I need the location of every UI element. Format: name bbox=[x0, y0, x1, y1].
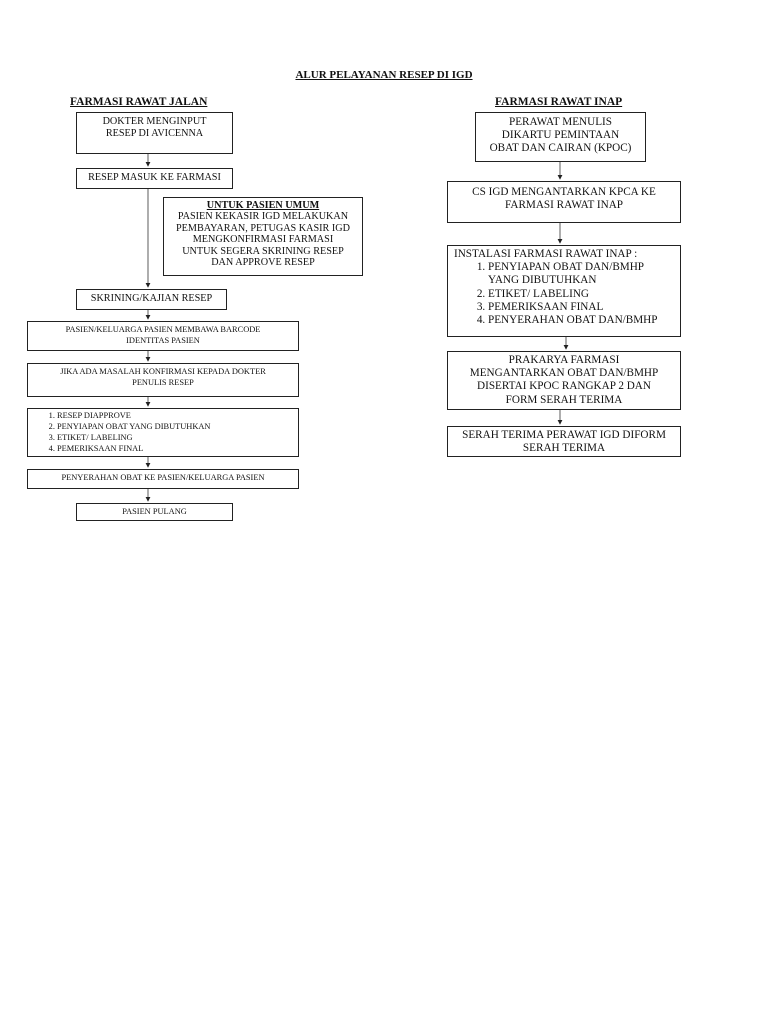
step-penyerahan: PENYERAHAN OBAT KE PASIEN/KELUARGA PASIE… bbox=[27, 469, 299, 489]
note-text: PASIEN KEKASIR IGD MELAKUKAN PEMBAYARAN,… bbox=[176, 211, 350, 269]
heading-rawat-inap: FARMASI RAWAT INAP bbox=[495, 96, 623, 108]
heading-rawat-jalan: FARMASI RAWAT JALAN bbox=[70, 96, 208, 108]
step-cs-igd: CS IGD MENGANTARKAN KPCA KE FARMASI RAWA… bbox=[447, 181, 681, 223]
list-item: RESEP DIAPPROVE bbox=[57, 411, 295, 422]
list-item: PEMERIKSAAN FINAL bbox=[57, 444, 295, 455]
step-resep-masuk-text: RESEP MASUK KE FARMASI bbox=[88, 172, 221, 183]
step-cs-igd-text: CS IGD MENGANTARKAN KPCA KE FARMASI RAWA… bbox=[472, 186, 656, 212]
note-title: UNTUK PASIEN UMUM bbox=[206, 200, 320, 211]
list-item: PENYIAPAN OBAT YANG DIBUTUHKAN bbox=[57, 422, 295, 433]
diagram-title: ALUR PELAYANAN RESEP DI IGD bbox=[295, 69, 473, 81]
step-skrining: SKRINING/KAJIAN RESEP bbox=[76, 289, 227, 310]
step-serah-terima-text: SERAH TERIMA PERAWAT IGD DIFORM SERAH TE… bbox=[462, 429, 666, 455]
step-dokter-input: DOKTER MENGINPUT RESEP DI AVICENNA bbox=[76, 112, 233, 154]
list-item: PENYIAPAN OBAT DAN/BMHP YANG DIBUTUHKAN bbox=[488, 261, 675, 287]
step-konfirmasi: JIKA ADA MASALAH KONFIRMASI KEPADA DOKTE… bbox=[27, 363, 299, 397]
step-barcode-text: PASIEN/KELUARGA PASIEN MEMBAWA BARCODE I… bbox=[65, 325, 261, 345]
install-title: INSTALASI FARMASI RAWAT INAP : bbox=[454, 248, 638, 260]
list-item: PEMERIKSAAN FINAL bbox=[488, 301, 675, 314]
step-prakarya: PRAKARYA FARMASI MENGANTARKAN OBAT DAN/B… bbox=[447, 351, 681, 410]
list-item: ETIKET/ LABELING bbox=[57, 433, 295, 444]
process-list: RESEP DIAPPROVE PENYIAPAN OBAT YANG DIBU… bbox=[31, 411, 295, 455]
step-serah-terima: SERAH TERIMA PERAWAT IGD DIFORM SERAH TE… bbox=[447, 426, 681, 457]
step-perawat-kpoc: PERAWAT MENULIS DIKARTU PEMINTAAN OBAT D… bbox=[475, 112, 646, 162]
install-list: PENYIAPAN OBAT DAN/BMHP YANG DIBUTUHKAN … bbox=[454, 261, 675, 327]
step-prakarya-text: PRAKARYA FARMASI MENGANTARKAN OBAT DAN/B… bbox=[469, 354, 659, 406]
step-skrining-text: SKRINING/KAJIAN RESEP bbox=[90, 293, 213, 304]
step-penyerahan-text: PENYERAHAN OBAT KE PASIEN/KELUARGA PASIE… bbox=[61, 473, 265, 482]
step-pulang: PASIEN PULANG bbox=[76, 503, 233, 521]
step-perawat-kpoc-text: PERAWAT MENULIS DIKARTU PEMINTAAN OBAT D… bbox=[489, 116, 632, 155]
step-list-proses: RESEP DIAPPROVE PENYIAPAN OBAT YANG DIBU… bbox=[27, 408, 299, 457]
list-item: ETIKET/ LABELING bbox=[488, 288, 675, 301]
step-pulang-text: PASIEN PULANG bbox=[122, 507, 187, 516]
step-konfirmasi-text: JIKA ADA MASALAH KONFIRMASI KEPADA DOKTE… bbox=[60, 367, 266, 387]
note-pasien-umum: UNTUK PASIEN UMUM PASIEN KEKASIR IGD MEL… bbox=[163, 197, 363, 276]
step-instalasi-farmasi: INSTALASI FARMASI RAWAT INAP : PENYIAPAN… bbox=[447, 245, 681, 337]
step-dokter-input-text: DOKTER MENGINPUT RESEP DI AVICENNA bbox=[102, 116, 207, 139]
step-resep-masuk: RESEP MASUK KE FARMASI bbox=[76, 168, 233, 189]
list-item: PENYERAHAN OBAT DAN/BMHP bbox=[488, 314, 675, 327]
step-barcode: PASIEN/KELUARGA PASIEN MEMBAWA BARCODE I… bbox=[27, 321, 299, 351]
